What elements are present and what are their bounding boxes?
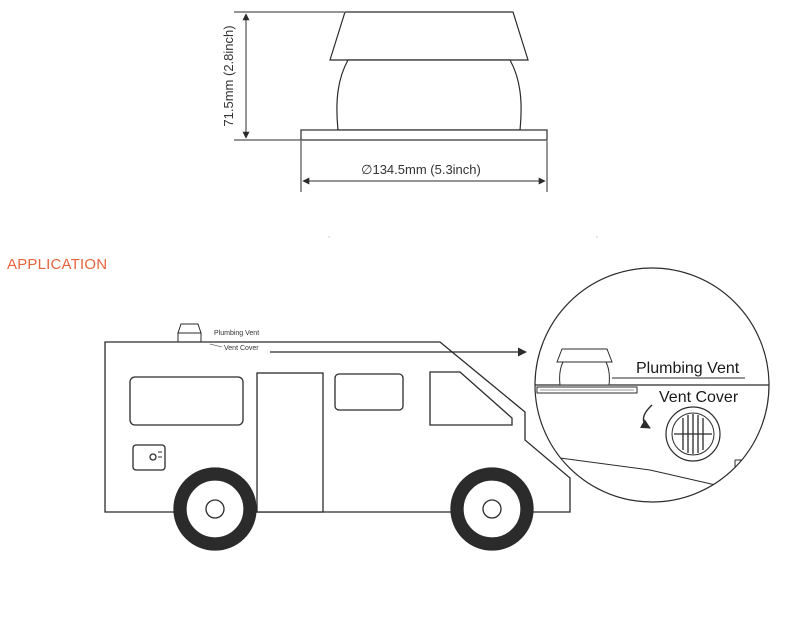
rv-callout-plumbing-vent: Plumbing Vent xyxy=(214,330,259,337)
zoom-vent-cover xyxy=(665,406,721,462)
vent-base-flange xyxy=(300,129,548,141)
rv-callout-vent-cover: Vent Cover xyxy=(224,345,259,352)
rv-callout-leader xyxy=(209,343,223,348)
separator-dots xyxy=(328,236,598,238)
rv-illustration xyxy=(104,323,571,551)
zoom-label-plumbing-vent: Plumbing Vent xyxy=(636,360,740,377)
zoom-detail: Plumbing Vent Vent Cover xyxy=(534,267,770,503)
rv-wheel-rear xyxy=(173,467,257,551)
diameter-label: ∅134.5mm (5.3inch) xyxy=(361,162,481,177)
height-label: 71.5mm (2.8inch) xyxy=(221,25,236,126)
vent-cap xyxy=(329,11,529,61)
rv-wheel-front xyxy=(450,467,534,551)
product-drawing xyxy=(300,11,548,141)
rv-door xyxy=(256,372,324,513)
rv-hatch xyxy=(132,444,166,471)
section-title-application: APPLICATION xyxy=(7,256,108,273)
rv-windshield xyxy=(429,371,513,426)
zoom-plumbing-vent xyxy=(536,348,638,394)
zoom-vent-cover-arrow xyxy=(639,404,653,429)
rv-hatch-knob xyxy=(149,453,157,461)
rv-window-middle xyxy=(334,373,404,411)
height-dimension xyxy=(234,11,344,141)
vent-body xyxy=(336,59,522,131)
zoom-label-vent-cover: Vent Cover xyxy=(659,389,739,406)
rv-window-left xyxy=(129,376,244,426)
diameter-dimension xyxy=(300,141,548,192)
